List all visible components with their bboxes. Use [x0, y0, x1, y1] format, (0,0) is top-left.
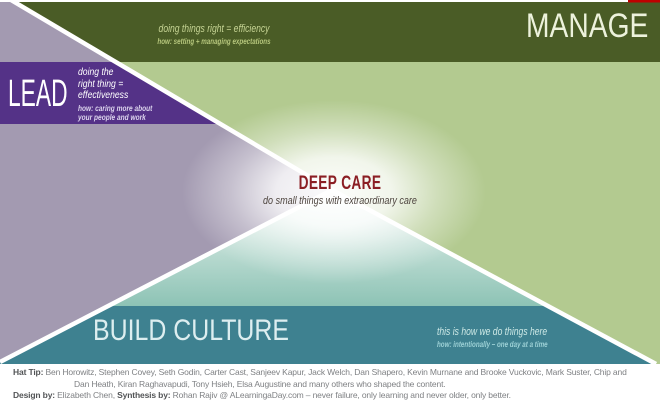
lead-annotation-how1: how: caring more about	[78, 103, 153, 113]
hat-tip-label: Hat Tip:	[13, 367, 44, 377]
lead-title: LEAD	[8, 73, 68, 115]
build-culture-region	[0, 306, 660, 364]
build-culture-annotation: this is how we do things here how: inten…	[437, 326, 548, 349]
hat-tip-line: Hat Tip: Ben Horowitz, Stephen Covey, Se…	[13, 367, 627, 377]
lead-annotation-line3: effectiveness	[78, 89, 129, 101]
manage-title: MANAGE	[525, 7, 648, 45]
manage-annotation-how: how: setting + managing expectations	[157, 37, 271, 46]
hat-tip-line2: Dan Heath, Kiran Raghavapudi, Tony Hsieh…	[74, 379, 446, 389]
build-culture-annotation-line: this is how we do things here	[437, 326, 548, 338]
hat-tip-names-continued: Dan Heath, Kiran Raghavapudi, Tony Hsieh…	[74, 378, 446, 389]
top-edge-strip	[0, 0, 660, 2]
build-culture-title: BUILD CULTURE	[93, 314, 290, 347]
deep-care-glow	[182, 100, 486, 284]
design-credit-line: Design by: Elizabeth Chen, Synthesis by:…	[13, 390, 511, 400]
credits-footer: Hat Tip: Ben Horowitz, Stephen Covey, Se…	[0, 364, 660, 407]
build-culture-annotation-how: how: intentionally – one day at a time	[437, 340, 548, 349]
red-accent-mark	[628, 0, 660, 3]
design-by-name: Elizabeth Chen,	[54, 390, 118, 400]
manage-annotation: doing things right = efficiency how: set…	[97, 23, 331, 46]
manage-region	[0, 2, 660, 62]
synthesis-by-name: Rohan Rajiv @ ALearningaDay.com – never …	[170, 390, 511, 400]
lead-annotation: doing the right thing = effectiveness ho…	[78, 66, 153, 123]
lead-annotation-line1: doing the	[78, 66, 114, 78]
lead-annotation-line2: right thing =	[78, 77, 124, 90]
lead-purple-band	[0, 62, 220, 124]
deep-care-subtitle: do small things with extraordinary care	[263, 195, 417, 207]
hat-tip-names: Ben Horowitz, Stephen Covey, Seth Godin,…	[43, 367, 627, 377]
design-by-label: Design by:	[13, 390, 55, 400]
manage-annotation-line: doing things right = efficiency	[158, 23, 270, 35]
diagram-canvas	[0, 0, 660, 364]
deep-care-title: DEEP CARE	[298, 173, 382, 194]
lead-annotation-how2: your people and work	[78, 113, 146, 122]
synthesis-by-label: Synthesis by:	[117, 390, 171, 400]
